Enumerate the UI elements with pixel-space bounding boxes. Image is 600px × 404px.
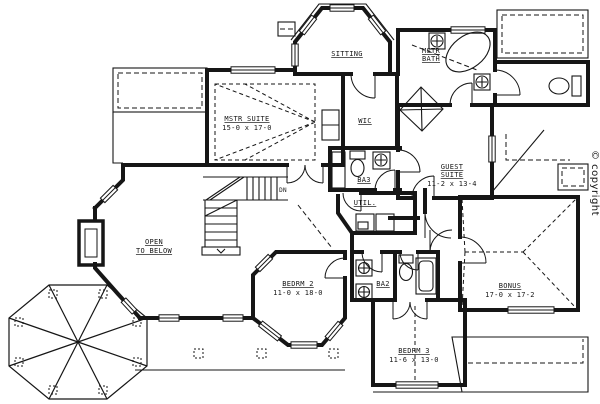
toilet-mstr-wc: [548, 75, 582, 97]
label-bonus: BONUS: [499, 282, 522, 290]
label-bedrm3-dims: 11-6 x 13-0: [389, 356, 439, 364]
label-bonus-dims: 17-0 x 17-2: [485, 291, 535, 299]
label-util: UTIL.: [354, 199, 377, 207]
linen-ba3: [331, 151, 346, 189]
label-open-1: OPEN: [145, 238, 163, 246]
sink-bath-2: [473, 73, 491, 91]
bay-window-box: [77, 219, 105, 267]
label-mstr-suite: MSTR SUITE: [224, 115, 269, 123]
label-bedrm2-dims: 11-0 x 18-0: [273, 289, 323, 297]
sink-ba2-2: [355, 283, 373, 301]
doors: [286, 69, 521, 320]
walls: [92, 6, 590, 387]
label-guest-dims: 11-2 x 13-4: [427, 180, 477, 188]
stairs-dn-label: DN: [279, 187, 287, 194]
label-ba2: BA2: [376, 280, 390, 288]
label-guest-2: SUITE: [441, 171, 464, 179]
label-wic: WIC: [358, 117, 372, 125]
label-bedrm3: BEDRM 3: [398, 347, 430, 355]
label-bedrm2: BEDRM 2: [282, 280, 314, 288]
windows: [99, 4, 555, 389]
tub-ba2: [415, 257, 437, 295]
toilet-ba3: [349, 150, 366, 178]
deck-posts: [14, 289, 339, 395]
roof-outlines: [112, 3, 589, 393]
label-open-2: TO BELOW: [136, 247, 173, 255]
label-guest-1: GUEST: [441, 163, 464, 171]
copyright-text: © copyright: [589, 150, 600, 216]
shower: [399, 86, 444, 132]
sink-ba3: [372, 151, 391, 170]
utility-appliances: [355, 213, 395, 232]
label-ba3: BA3: [357, 176, 371, 184]
roof-dashed-lines: [117, 14, 585, 364]
staircase: [201, 176, 288, 256]
toilet-wc2: [398, 254, 414, 282]
label-sitting: SITTING: [331, 50, 363, 58]
label-mstr-bath-1: MSTR: [422, 47, 441, 55]
sink-bath-1: [428, 32, 446, 50]
label-mstr-bath-2: BATH: [422, 55, 440, 63]
built-in-mstr: [321, 109, 340, 141]
corner-tub: [445, 31, 491, 73]
octagonal-turret: [8, 284, 148, 400]
fixtures: [321, 31, 582, 301]
label-mstr-suite-dims: 15-0 x 17-0: [222, 124, 272, 132]
ceiling-dashed-lines: [214, 83, 577, 382]
room-labels: SITTING MSTR BATH MSTR SUITE 15-0 x 17-0…: [136, 47, 600, 364]
